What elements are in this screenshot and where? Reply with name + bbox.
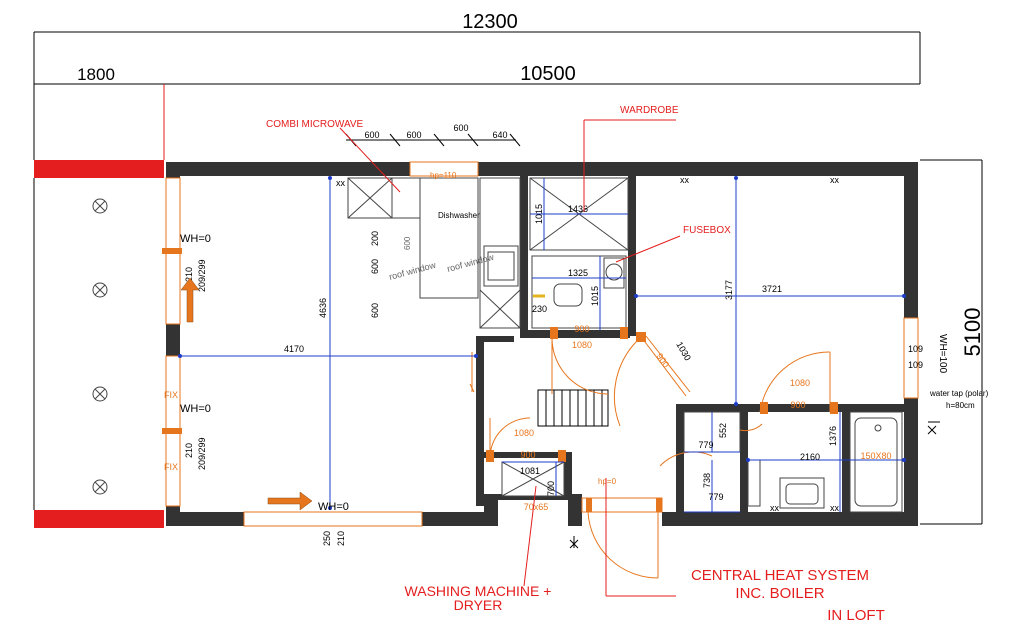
door-dim-1080a: 1080 [572, 340, 592, 350]
water-tap-label-1: water tap (polar) [929, 389, 989, 398]
label-heat-1: CENTRAL HEAT SYSTEM [691, 567, 869, 584]
wh-left-bottom: WH=0 [180, 403, 211, 415]
dim-3177: 3177 [724, 280, 734, 300]
hp-top-label: hp=110 [430, 171, 457, 180]
dim-1081: 1081 [520, 466, 540, 476]
xx-marker: xx [680, 175, 690, 185]
door-dim-900b: 900 [654, 351, 671, 369]
dim-230: 230 [532, 304, 547, 314]
top-dim-3: 600 [453, 123, 468, 133]
utility-size: 70x65 [524, 502, 549, 512]
door-dim-1080b: 1080 [790, 378, 810, 388]
dim-738: 738 [702, 473, 712, 488]
door-dim-900a: 900 [574, 324, 589, 334]
top-dim-2: 600 [406, 130, 421, 140]
wh-left-top: WH=0 [180, 233, 211, 245]
main-width-label: 10500 [520, 63, 576, 85]
top-dim-1: 600 [364, 130, 379, 140]
hp-bottom-label: hp=0 [598, 477, 617, 486]
dim-2160: 2160 [800, 452, 820, 462]
dim-552: 552 [718, 423, 728, 438]
label-heat-2: INC. BOILER [735, 585, 824, 602]
dishwasher-label: Dishwasher [438, 211, 480, 220]
dim-109a: 109 [908, 344, 923, 354]
label-washing-1: WASHING MACHINE + [405, 583, 552, 599]
stairs [537, 389, 609, 427]
dim-3721: 3721 [762, 284, 782, 294]
dim-210b: 210 [184, 443, 194, 458]
entry-arrows [180, 277, 313, 511]
top-dimension-chain [345, 133, 521, 147]
dim-210c: 210 [336, 531, 346, 546]
dim-1325: 1325 [568, 268, 588, 278]
door-dim-900c: 900 [790, 400, 805, 410]
fix-label-2: FIX [164, 462, 178, 472]
dim-209a: 209/299 [197, 259, 207, 292]
door-dim-1080c: 1080 [514, 428, 534, 438]
dim-779a: 779 [698, 440, 713, 450]
door-markers [486, 327, 838, 512]
overall-dimensions [33, 31, 983, 525]
wh-bottom: WH=0 [318, 501, 349, 513]
fix-label-1: FIX [164, 390, 178, 400]
roof-window-dim-1: 600 [403, 236, 412, 250]
dim-600b: 600 [370, 303, 380, 318]
label-wardrobe: WARDROBE [620, 105, 679, 116]
label-combi-microwave: COMBI MICROWAVE [266, 119, 364, 130]
leader-lines [339, 119, 681, 597]
dim-600a: 600 [370, 259, 380, 274]
dim-779b: 779 [708, 492, 723, 502]
dim-109b: 109 [908, 360, 923, 370]
dim-250: 250 [322, 531, 332, 546]
kitchen-units [347, 177, 521, 329]
tap-icon [569, 421, 940, 549]
top-dim-4: 640 [492, 130, 507, 140]
water-tap-label-2: h=80cm [946, 401, 975, 410]
dim-209b: 209/299 [197, 437, 207, 470]
xx-marker: xx [336, 178, 346, 188]
dim-1030: 1030 [674, 340, 693, 362]
deck-area [33, 160, 164, 528]
dim-1015a: 1015 [534, 204, 544, 224]
dimension-dots [178, 176, 906, 510]
dim-700: 700 [546, 481, 556, 496]
internal-dimension-lines [180, 178, 904, 513]
wh-right: WH=100 [937, 334, 948, 374]
xx-marker: xx [830, 503, 840, 513]
xx-marker: xx [770, 503, 780, 513]
total-width-label: 12300 [462, 11, 518, 33]
dim-1376: 1376 [828, 426, 838, 446]
xx-marker: xx [830, 175, 840, 185]
door-dim-900d: 900 [520, 450, 535, 460]
dim-210a: 210 [184, 267, 194, 282]
dim-4636: 4636 [318, 298, 328, 318]
dim-4170: 4170 [284, 344, 304, 354]
left-width-label: 1800 [77, 65, 115, 84]
outer-walls [166, 162, 918, 526]
label-heat-3: IN LOFT [827, 607, 885, 624]
bath-size: 150X80 [860, 451, 891, 461]
dim-1436: 1436 [568, 204, 588, 214]
window-markers [162, 248, 182, 434]
toilet-room [531, 255, 627, 329]
height-label: 5100 [960, 308, 985, 357]
label-washing-2: DRYER [454, 597, 503, 613]
dim-1015b: 1015 [590, 286, 600, 306]
label-fusebox: FUSEBOX [683, 225, 731, 236]
utility-cupboard [501, 461, 565, 497]
dim-200: 200 [370, 231, 380, 246]
